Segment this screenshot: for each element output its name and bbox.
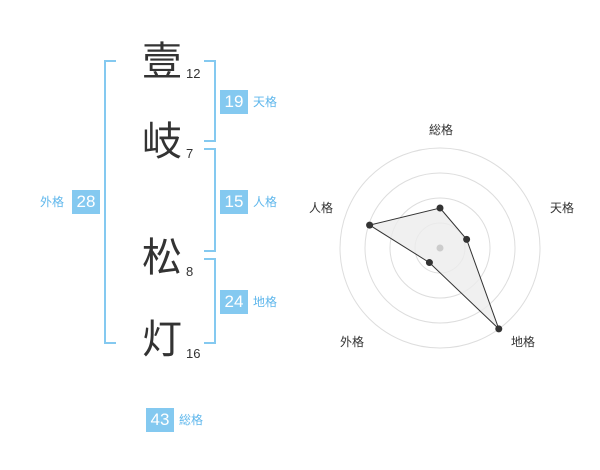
tenkaku-bracket (204, 60, 216, 142)
name-char-1: 壹 (142, 39, 182, 85)
name-char-2: 岐 (142, 119, 182, 165)
radar-point-3 (495, 325, 503, 333)
gaikaku-label: 外格 (40, 195, 65, 209)
stroke-count-4: 16 (186, 346, 201, 361)
radar-center-dot (436, 244, 444, 252)
jinkaku-bracket (204, 148, 216, 252)
jinkaku-label: 人格 (253, 195, 278, 209)
axis-label-gaikaku: 外格 (340, 334, 364, 349)
stroke-count-1: 12 (186, 66, 201, 81)
gaikaku-bracket (104, 60, 116, 344)
soukaku-label: 総格 (179, 413, 204, 427)
tenkaku-label: 天格 (253, 95, 278, 109)
radar-point-4 (425, 259, 433, 267)
radar-ring-3 (364, 172, 516, 324)
gaikaku-badge: 28 (72, 190, 100, 214)
radar-points (366, 204, 503, 333)
radar-area (368, 207, 500, 330)
name-char-4: 灯 (142, 317, 182, 363)
soukaku-badge: 43 (146, 408, 174, 432)
jinkaku-badge: 15 (220, 190, 248, 214)
stroke-count-2: 7 (186, 146, 194, 161)
radar-ring-2 (389, 197, 491, 299)
chikaku-bracket (204, 258, 216, 344)
stroke-count-3: 8 (186, 264, 194, 279)
chikaku-label: 地格 (253, 295, 278, 309)
name-char-3: 松 (142, 235, 182, 281)
axis-label-chikaku: 地格 (511, 334, 535, 349)
radar-point-5 (366, 221, 374, 229)
chikaku-badge: 24 (220, 290, 248, 314)
radar-point-2 (463, 235, 471, 243)
radar-chart: 総格 天格 地格 外格 人格 (309, 122, 574, 349)
axis-label-soukaku: 総格 (429, 122, 453, 137)
radar-ring-4 (339, 147, 541, 349)
axis-label-tenkaku: 天格 (550, 200, 574, 215)
axis-label-jinkaku: 人格 (309, 200, 333, 215)
tenkaku-badge: 19 (220, 90, 248, 114)
radar-point-1 (436, 204, 444, 212)
